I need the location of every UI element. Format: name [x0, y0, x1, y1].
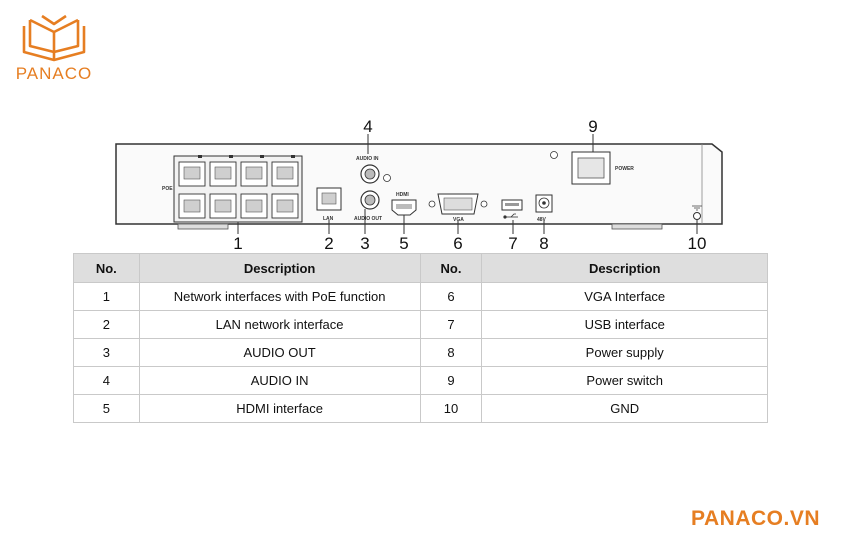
header-description-left: Description — [138, 253, 421, 283]
power-label: POWER — [615, 166, 634, 172]
callout-5: 5 — [399, 234, 408, 253]
cell-no: 3 — [73, 338, 140, 367]
usb-port — [501, 199, 523, 211]
table-row: 4 AUDIO IN 9 Power switch — [73, 366, 768, 395]
callout-4: 4 — [363, 117, 372, 136]
callout-10: 10 — [688, 234, 707, 253]
lan-port — [316, 187, 342, 211]
table-row: 1 Network interfaces with PoE function 6… — [73, 282, 768, 311]
cell-description: GND — [481, 394, 768, 423]
foot-right — [611, 223, 663, 230]
cell-no: 6 — [419, 282, 483, 311]
table-row: 3 AUDIO OUT 8 Power supply — [73, 338, 768, 367]
header-no-right: No. — [419, 253, 483, 283]
brand-name: PANACO — [15, 64, 93, 83]
cell-description: HDMI interface — [138, 394, 421, 423]
cell-description: AUDIO IN — [138, 366, 421, 395]
callout-8: 8 — [539, 234, 548, 253]
table-row: 5 HDMI interface 10 GND — [73, 394, 768, 423]
cell-no: 8 — [419, 338, 483, 367]
usb-symbol-icon — [503, 213, 518, 219]
website-watermark: PANACO.VN — [691, 507, 820, 530]
foot-left — [177, 223, 229, 230]
cell-description: Power switch — [481, 366, 768, 395]
poe-port-block — [173, 155, 303, 223]
vga-port — [428, 193, 488, 215]
brand-logo: PANACO — [14, 12, 94, 83]
port-description-table: No. Description No. Description 1 Networ… — [73, 253, 768, 423]
header-description-right: Description — [481, 253, 768, 283]
rear-panel-diagram: POE LAN AUDIO IN AUDIO OUT HDMI — [112, 116, 737, 256]
audio-out-jack — [360, 190, 380, 210]
cell-no: 4 — [73, 366, 140, 395]
table-row: 2 LAN network interface 7 USB interface — [73, 310, 768, 339]
cell-description: VGA Interface — [481, 282, 768, 311]
callout-9: 9 — [588, 117, 597, 136]
callout-1: 1 — [233, 234, 242, 253]
cell-no: 5 — [73, 394, 140, 423]
vga-label: VGA — [453, 217, 464, 223]
cell-description: Power supply — [481, 338, 768, 367]
book-logo-icon — [22, 14, 86, 62]
cell-no: 2 — [73, 310, 140, 339]
hdmi-label: HDMI — [396, 192, 409, 198]
ground-symbol-icon — [692, 205, 702, 211]
lan-label: LAN — [323, 216, 334, 222]
cell-description: LAN network interface — [138, 310, 421, 339]
header-no-left: No. — [73, 253, 140, 283]
callout-7: 7 — [508, 234, 517, 253]
table-header-row: No. Description No. Description — [73, 253, 768, 283]
audio-in-jack — [360, 164, 380, 184]
cell-description: AUDIO OUT — [138, 338, 421, 367]
callout-3: 3 — [360, 234, 369, 253]
callout-2: 2 — [324, 234, 333, 253]
ground-terminal — [693, 212, 701, 220]
callout-lines — [237, 134, 698, 234]
dc-power-jack — [535, 194, 553, 213]
cell-no: 10 — [419, 394, 483, 423]
audio-in-label: AUDIO IN — [356, 156, 379, 162]
cell-description: USB interface — [481, 310, 768, 339]
cell-no: 7 — [419, 310, 483, 339]
hdmi-port — [391, 199, 417, 216]
poe-label: POE — [162, 186, 173, 192]
cell-no: 1 — [73, 282, 140, 311]
power-switch — [571, 151, 611, 185]
voltage-label: 48V — [537, 217, 547, 223]
audio-out-label: AUDIO OUT — [354, 216, 382, 222]
cell-description: Network interfaces with PoE function — [138, 282, 421, 311]
cell-no: 9 — [419, 366, 483, 395]
callout-6: 6 — [453, 234, 462, 253]
